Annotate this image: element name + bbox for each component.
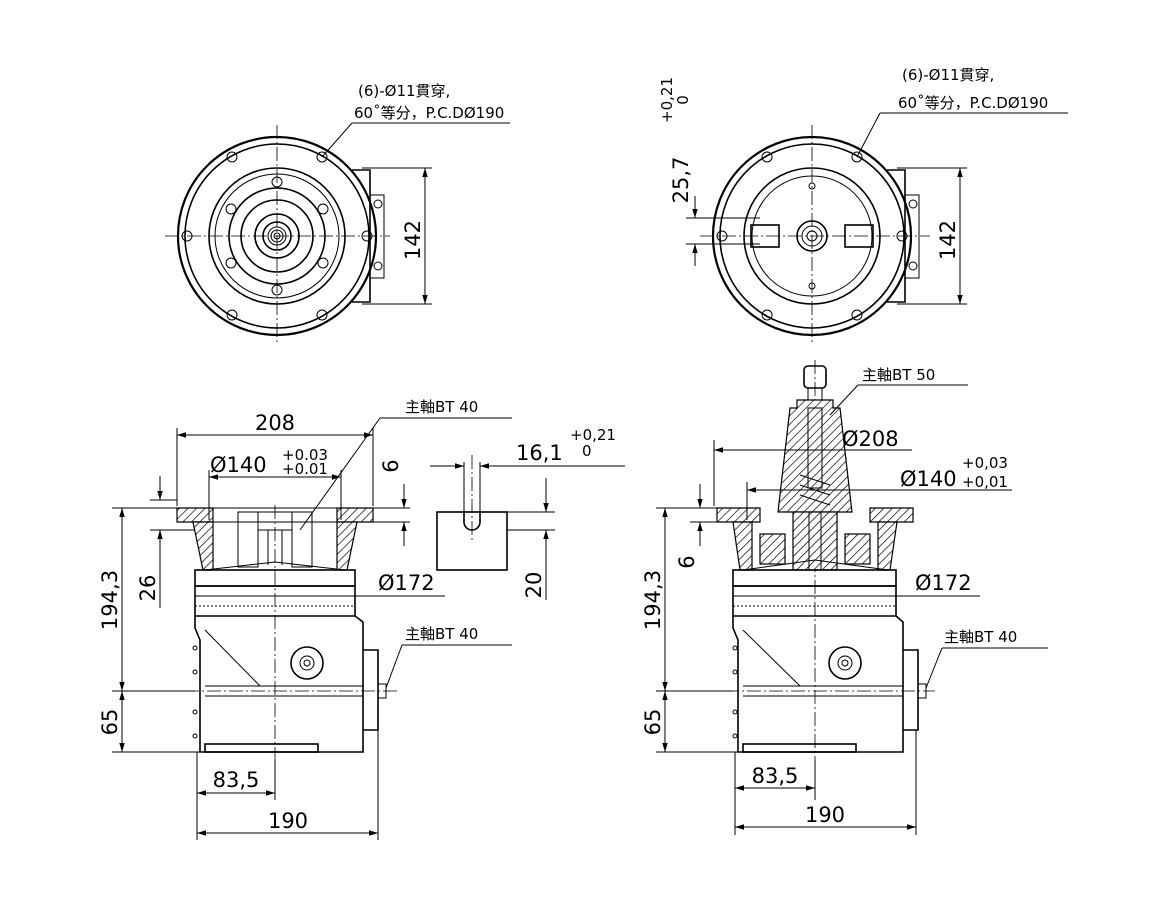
bottom-right-dim-width: 190 bbox=[805, 803, 845, 827]
keyway-detail: 16,1 +0,21 0 20 bbox=[430, 426, 625, 600]
top-left-note-line1: (6)-Ø11貫穿, bbox=[358, 82, 450, 100]
bottom-right-dim-bore-tol-lower: +0,01 bbox=[962, 473, 1008, 491]
bottom-right-side-spindle-label: 主軸BT 40 bbox=[944, 628, 1017, 646]
bottom-left-dim-height: 194,3 bbox=[98, 570, 122, 630]
top-left-dim-height: 142 bbox=[401, 220, 425, 260]
top-right-dim-offset-tol-lower: 0 bbox=[674, 95, 692, 105]
bottom-right-dim-diameter-top: Ø208 bbox=[842, 427, 899, 451]
bottom-left-dim-bore-tol-lower: +0.01 bbox=[282, 460, 328, 478]
bottom-left-dim-flange: 6 bbox=[379, 459, 403, 472]
bottom-left-dim-width-top: 208 bbox=[255, 411, 295, 435]
bottom-right-dim-flange: 6 bbox=[675, 555, 699, 568]
bottom-right-spindle-label: 主軸BT 50 bbox=[862, 366, 935, 384]
top-right-note-line2: 60˚等分，P.C.DØ190 bbox=[898, 94, 1048, 112]
keyway-dim-width-tol-lower: 0 bbox=[582, 442, 592, 460]
bottom-left-dim-bore: Ø140 bbox=[210, 453, 267, 477]
bottom-left-dim-diameter: Ø172 bbox=[378, 571, 435, 595]
bottom-left-dim-bore-tol-upper: +0.03 bbox=[282, 446, 328, 464]
bottom-right-dim-bore: Ø140 bbox=[900, 467, 957, 491]
bottom-right-view: Ø208 Ø140 +0,03 +0,01 6 Ø172 194,3 65 83… bbox=[641, 360, 1048, 835]
bottom-right-dim-lower: 65 bbox=[641, 709, 665, 736]
top-right-dim-offset-tol-upper: +0,21 bbox=[658, 77, 676, 123]
keyway-dim-height: 20 bbox=[522, 572, 546, 599]
top-right-view: 142 25,7 +0,21 0 (6)-Ø11貫穿, 60˚等分，P.C.DØ… bbox=[658, 66, 1068, 345]
top-left-view: 142 (6)-Ø11貫穿, 60˚等分，P.C.DØ190 bbox=[165, 82, 510, 345]
bottom-left-dim-step: 26 bbox=[136, 575, 160, 602]
keyway-dim-width: 16,1 bbox=[516, 441, 563, 465]
bottom-left-dim-width: 190 bbox=[268, 809, 308, 833]
top-right-note-line1: (6)-Ø11貫穿, bbox=[902, 66, 994, 84]
bottom-left-dim-offset: 83,5 bbox=[213, 768, 260, 792]
bottom-left-side-spindle-label: 主軸BT 40 bbox=[405, 625, 478, 643]
bottom-right-dim-bore-tol-upper: +0,03 bbox=[962, 454, 1008, 472]
bottom-right-dim-offset: 83,5 bbox=[752, 764, 799, 788]
bottom-left-spindle-label: 主軸BT 40 bbox=[405, 398, 478, 416]
top-right-dim-offset: 25,7 bbox=[669, 157, 693, 204]
bottom-left-view: 208 Ø140 +0.03 +0.01 6 26 Ø172 194,3 65 bbox=[98, 398, 512, 840]
keyway-dim-width-tol-upper: +0,21 bbox=[570, 426, 616, 444]
top-left-note-line2: 60˚等分，P.C.DØ190 bbox=[354, 104, 504, 122]
bottom-right-dim-height: 194,3 bbox=[641, 570, 665, 630]
bottom-left-dim-lower: 65 bbox=[98, 709, 122, 736]
bottom-right-dim-diameter: Ø172 bbox=[915, 571, 972, 595]
top-right-dim-height: 142 bbox=[936, 220, 960, 260]
